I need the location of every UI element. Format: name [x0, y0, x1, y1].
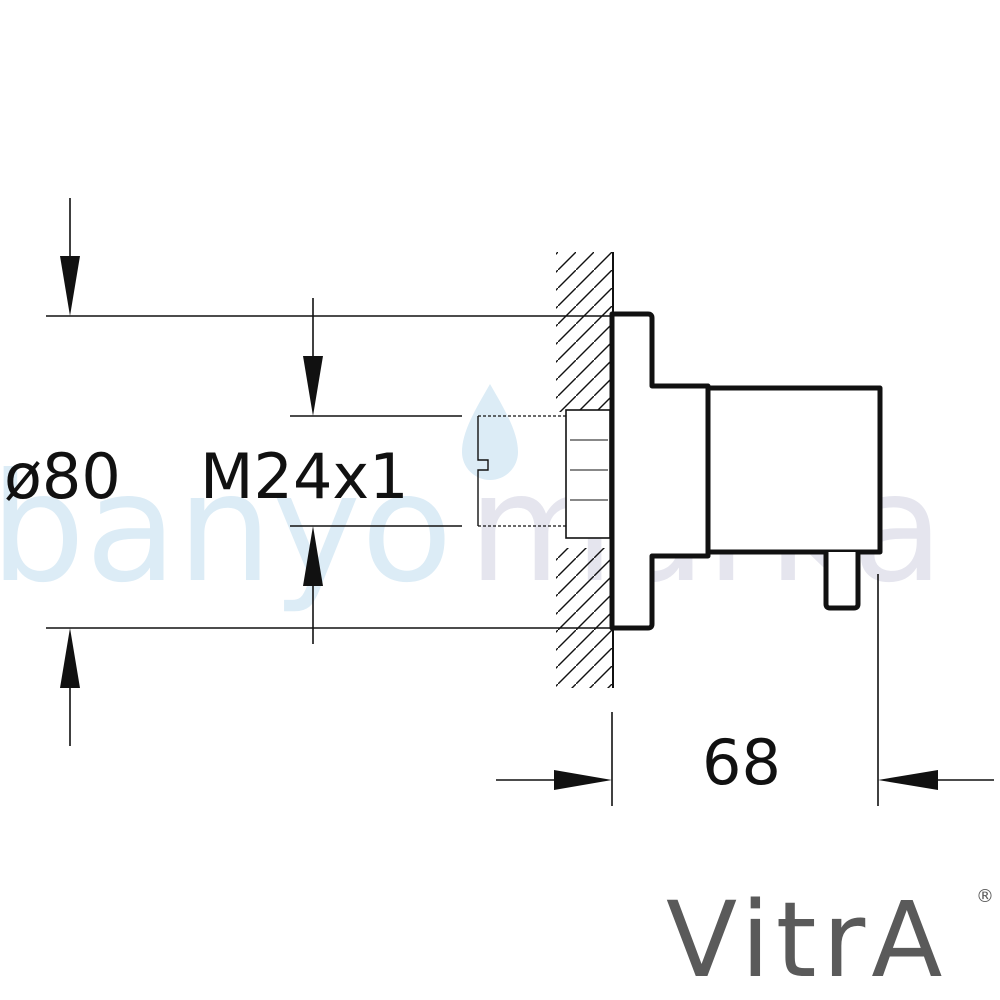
watermark-part1: banyo — [0, 442, 453, 616]
connector-hex-body — [565, 409, 611, 539]
wall-hatch-lower — [556, 548, 613, 688]
wall-hatch-upper — [556, 252, 613, 412]
thread-label: M24x1 — [200, 440, 409, 513]
arrowheads — [60, 256, 938, 790]
threaded-connector — [477, 409, 611, 539]
hex-facets — [570, 439, 608, 501]
brand-logo: VitrA — [666, 879, 948, 1000]
water-drop-icon — [462, 384, 518, 480]
dimension-lines — [46, 198, 994, 806]
handle-lever — [823, 552, 861, 611]
rosette-plate — [609, 311, 711, 631]
registered-mark: ® — [976, 886, 994, 907]
arrow-up-thread — [303, 526, 323, 586]
arrow-up-diameter — [60, 628, 80, 688]
diameter-label: ø80 — [4, 440, 121, 513]
arrow-right-depth — [554, 770, 612, 790]
arrow-down-diameter — [60, 256, 80, 316]
thread-end — [477, 416, 489, 526]
arrow-left-depth — [878, 770, 938, 790]
valve-product — [609, 311, 883, 631]
valve-body — [705, 385, 883, 555]
arrow-down-thread — [303, 356, 323, 416]
depth-label: 68 — [702, 726, 781, 799]
